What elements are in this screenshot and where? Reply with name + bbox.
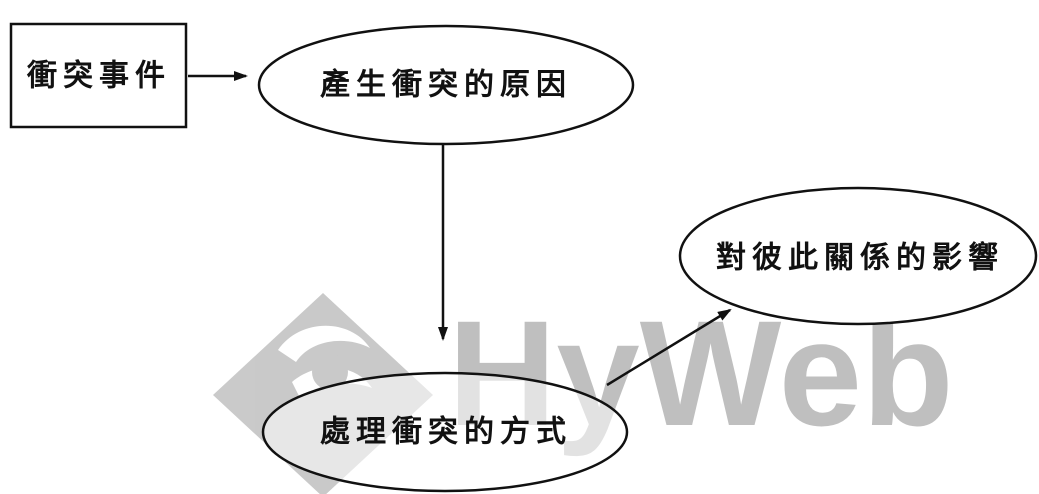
node-conflict-cause: 產生衝突的原因 <box>257 24 635 146</box>
node-conflict-event: 衝突事件 <box>9 22 188 129</box>
node-conflict-handling-label: 處理衝突的方式 <box>320 415 572 450</box>
node-conflict-cause-label: 產生衝突的原因 <box>320 68 572 103</box>
node-relationship-effect-label: 對彼此關係的影響 <box>716 241 1004 276</box>
node-conflict-handling: 處理衝突的方式 <box>261 371 629 493</box>
node-conflict-event-label: 衝突事件 <box>26 59 171 94</box>
node-relationship-effect: 對彼此關係的影響 <box>678 186 1038 326</box>
arrow-handling-to-effect <box>606 308 732 387</box>
